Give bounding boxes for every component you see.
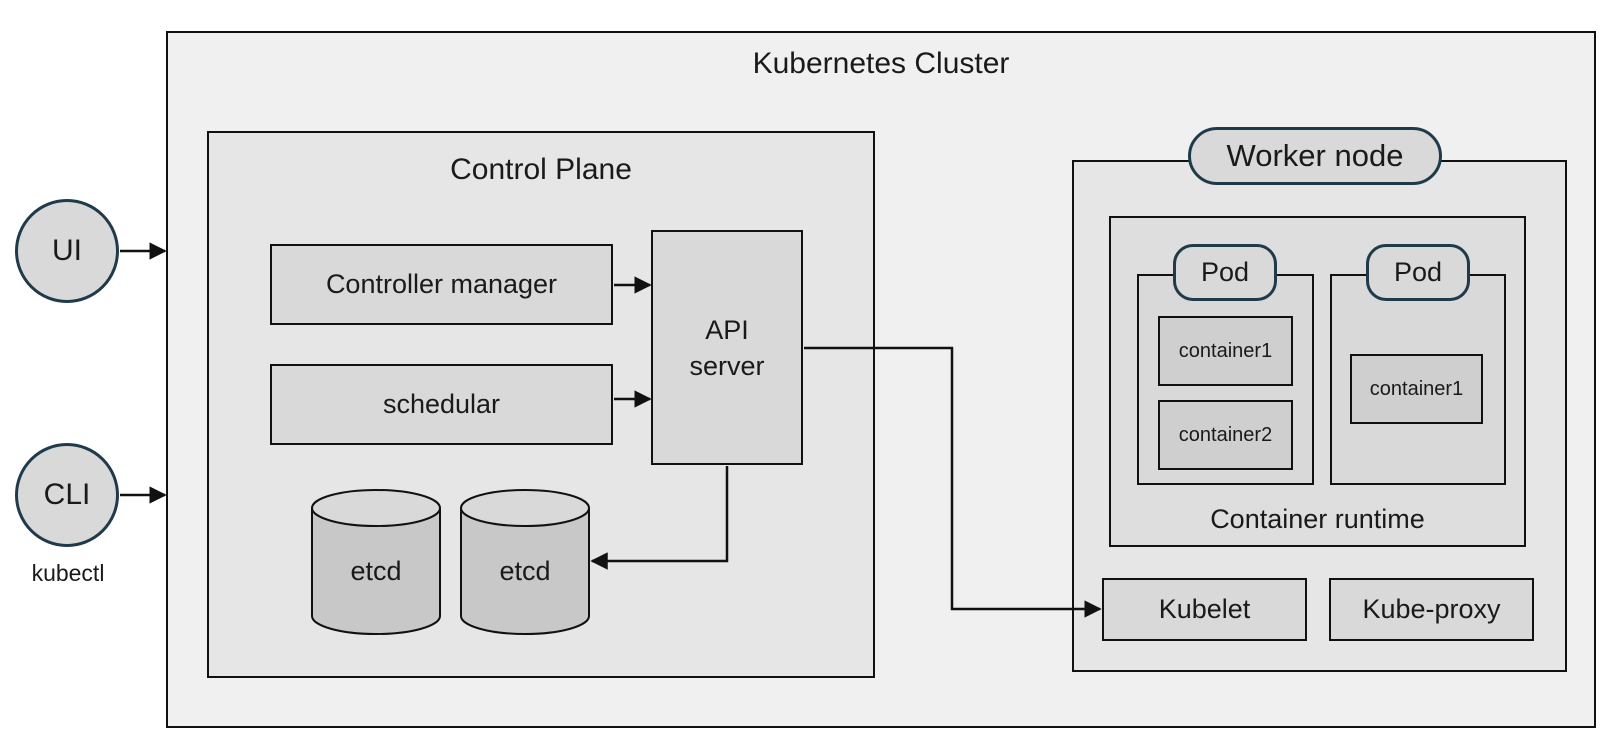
api-server-label-line2: server	[689, 350, 765, 381]
pod-1-label: Pod	[1173, 244, 1277, 301]
container-runtime-label: Container runtime	[1210, 504, 1425, 534]
scheduler-box: schedular	[270, 364, 613, 445]
kube-proxy-box: Kube-proxy	[1329, 578, 1534, 641]
cluster-title: Kubernetes Cluster	[752, 47, 1010, 80]
pod-2-container-1: container1	[1350, 354, 1483, 424]
cli-client: CLI	[15, 443, 119, 547]
kubectl-caption: kubectl	[31, 560, 105, 586]
worker-node-title: Worker node	[1188, 127, 1442, 185]
controller-manager-box: Controller manager	[270, 244, 613, 325]
pod-1-container-2: container2	[1158, 400, 1293, 470]
api-server-box: API server	[651, 230, 803, 465]
ui-client: UI	[15, 199, 119, 303]
control-plane-title: Control Plane	[450, 153, 632, 186]
api-server-label-line1: API	[705, 314, 749, 345]
kubelet-box: Kubelet	[1102, 578, 1307, 641]
pod-1-container-1: container1	[1158, 316, 1293, 386]
pod-2-label: Pod	[1366, 244, 1470, 301]
